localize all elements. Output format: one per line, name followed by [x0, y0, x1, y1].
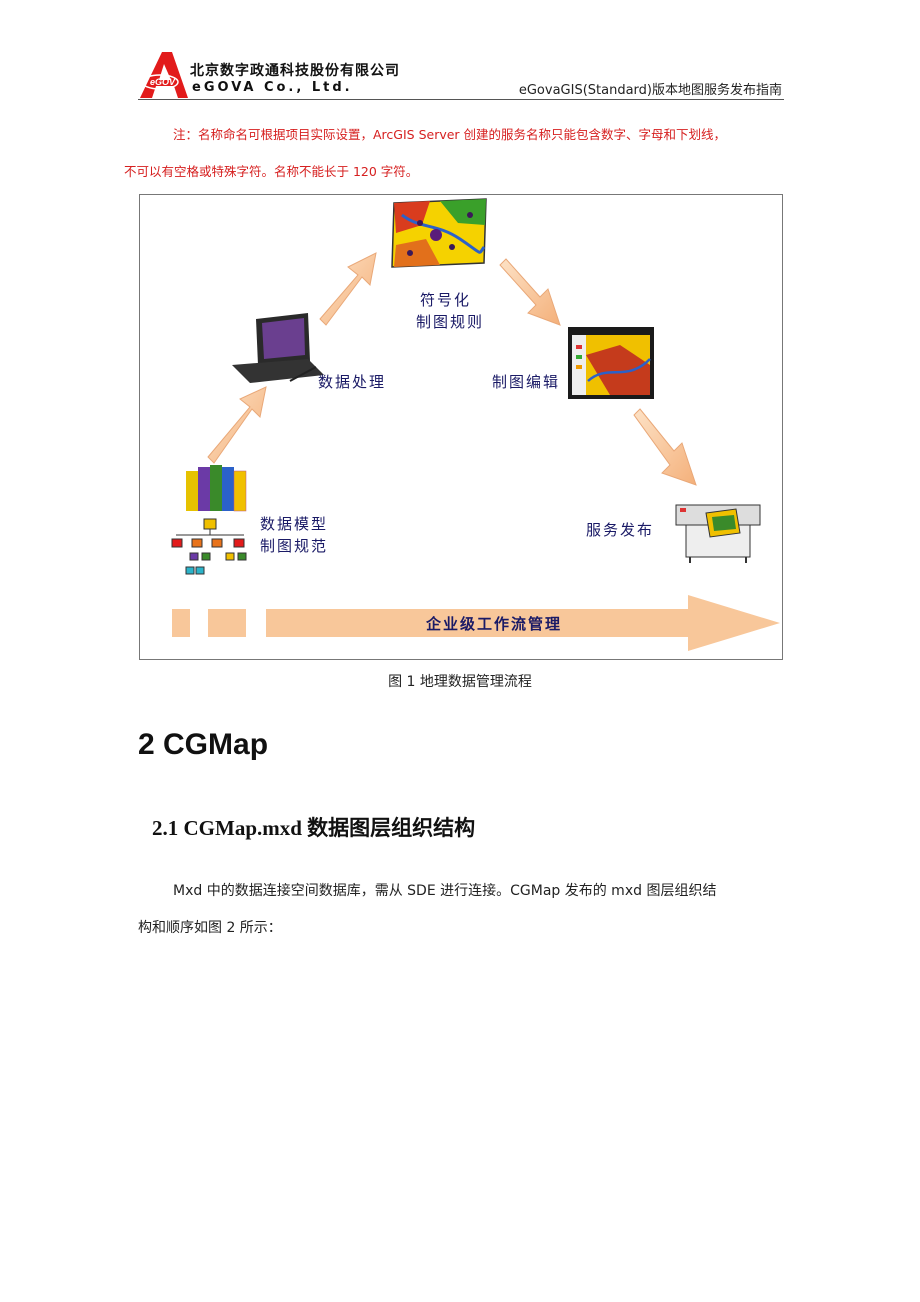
- label-mapping-spec: 制图规范: [260, 537, 329, 555]
- section-heading: 2 CGMap: [138, 728, 269, 761]
- company-logo: eGOV: [138, 52, 190, 100]
- paragraph-line-2: 构和顺序如图 2 所示：: [138, 920, 282, 936]
- map-editor-icon: [568, 327, 654, 399]
- org-chart-icon: [171, 518, 247, 575]
- label-map-editing: 制图编辑: [492, 373, 561, 391]
- label-symbolize-2: 制图规则: [416, 313, 485, 331]
- subsection-heading: 2.1 CGMap.mxd 数据图层组织结构: [152, 816, 476, 840]
- label-workflow: 企业级工作流管理: [426, 615, 563, 633]
- books-icon: [186, 465, 247, 512]
- workflow-figure: 符号化 制图规则 数据处理 制图编辑 数据模型 制图规范 服务发布 企业级工作流…: [139, 194, 783, 660]
- document-title: eGovaGIS(Standard)版本地图服务发布指南: [518, 83, 782, 98]
- label-service-publish: 服务发布: [586, 521, 655, 539]
- flow-arrow-1: [207, 386, 267, 464]
- company-name-cn: 北京数字政通科技股份有限公司: [190, 63, 400, 79]
- company-name-en: eGOVA Co., Ltd.: [192, 80, 353, 95]
- label-data-processing: 数据处理: [318, 373, 387, 391]
- figure-caption: 图 1 地理数据管理流程: [388, 674, 532, 690]
- flow-arrow-2: [319, 252, 377, 326]
- plotter-icon: [675, 504, 761, 563]
- flow-arrow-4: [633, 408, 697, 486]
- laptop-icon: [232, 313, 324, 383]
- logo-text: eGOV: [150, 77, 176, 87]
- workflow-bar: [172, 595, 780, 651]
- symbolized-map-icon: [391, 198, 487, 268]
- flow-arrow-3: [499, 258, 561, 326]
- header-divider: [138, 99, 784, 100]
- label-symbolize-1: 符号化: [420, 291, 472, 309]
- note-line-1: 注：名称命名可根据项目实际设置，ArcGIS Server 创建的服务名称只能包…: [173, 127, 727, 142]
- paragraph-line-1: Mxd 中的数据连接空间数据库，需从 SDE 进行连接。CGMap 发布的 mx…: [173, 883, 717, 899]
- label-data-model: 数据模型: [260, 515, 329, 533]
- note-line-2: 不可以有空格或特殊字符。名称不能长于 120 字符。: [124, 164, 419, 179]
